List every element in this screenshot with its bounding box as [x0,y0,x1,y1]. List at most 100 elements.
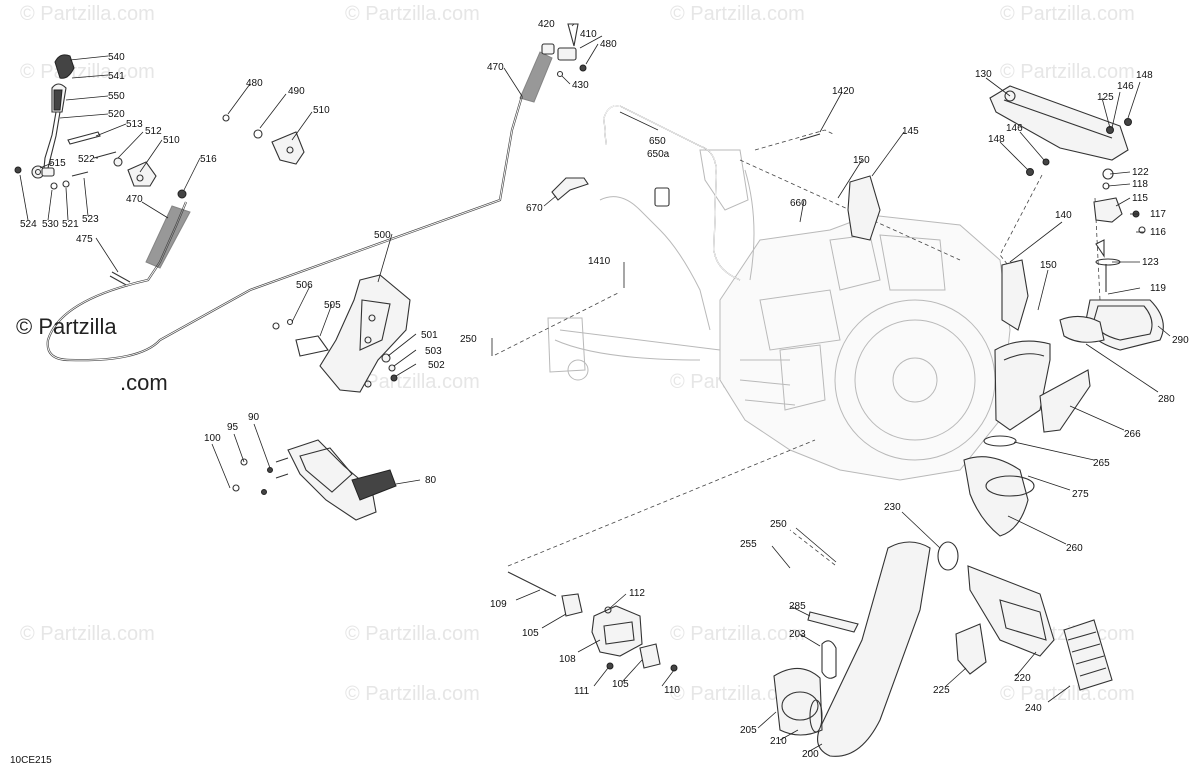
callout-labels: 540 541 550 520 513 512 510 515 522 516 … [20,19,1189,760]
callout-label: 280 [1158,394,1175,405]
watermark-text: © Partzilla.com [345,3,480,25]
callout-label: 266 [1124,429,1141,440]
mount-bracket [272,274,411,393]
callout-label: 540 [108,52,125,63]
callout-label: 470 [126,194,143,205]
watermark-text: © Partzilla.com [345,623,480,645]
partzilla-watermark: © Partzilla .com [16,314,168,395]
callout-label: 146 [1117,81,1134,92]
watermark-text: © Partzilla.com [670,623,805,645]
callout-label: 290 [1172,335,1189,346]
callout-label: 148 [1136,70,1153,81]
callout-label: 116 [1150,227,1166,238]
callout-label: 123 [1142,257,1159,268]
leader-lines [19,23,1171,753]
callout-label: 500 [374,230,391,241]
callout-label: 117 [1150,209,1166,220]
callout-label: 110 [664,685,680,696]
callout-label: 140 [1055,210,1072,221]
callout-label: 520 [108,109,125,120]
watermark-text: © Partzilla.com [20,3,155,25]
callout-label: 119 [1150,283,1166,294]
callout-label: 503 [425,346,442,357]
callout-label: 112 [629,588,645,599]
callout-label: 150 [1040,260,1057,271]
callout-label: 510 [163,135,180,146]
watermark-text: © Partzilla.com [670,3,805,25]
callout-label: 260 [1066,543,1083,554]
callout-label: 150 [853,155,870,166]
callout-label: 475 [76,234,93,245]
callout-label: 650 [649,136,666,147]
callout-label: 275 [1072,489,1089,500]
watermark-text: © Partzilla.com [1000,683,1135,705]
callout-label: 118 [1132,179,1148,190]
shifter-link [222,23,587,165]
callout-label: 146 [1006,123,1023,134]
callout-label: 513 [126,119,143,130]
callout-label: 109 [490,599,507,610]
callout-label: 105 [522,628,539,639]
callout-label: 100 [204,433,221,444]
callout-label: 265 [1093,458,1110,469]
vent-hose [551,105,821,281]
callout-label: 523 [82,214,99,225]
callout-label: 505 [324,300,341,311]
callout-label: 200 [802,749,819,760]
callout-label: 1420 [832,86,855,97]
callout-label: 255 [740,539,757,550]
watermark-text: © Partzilla.com [670,683,805,705]
callout-label: 80 [425,475,437,486]
callout-label: 430 [572,80,589,91]
callout-label: 502 [428,360,445,371]
callout-label: 480 [246,78,263,89]
callout-label: 90 [248,412,260,423]
watermark-text: © Partzilla.com [345,371,480,393]
callout-label: 205 [740,725,757,736]
callout-label: 115 [1132,193,1148,204]
watermark-text: © Partzilla.com [1000,3,1135,25]
callout-label: 225 [933,685,950,696]
watermark-text: © Partzilla.com [20,623,155,645]
callout-label: 250 [770,519,787,530]
callout-label: 524 [20,219,37,230]
callout-label: 122 [1132,167,1149,178]
callout-label: 111 [574,686,590,697]
callout-label: 512 [145,126,162,137]
figure-code: 10CE215 [10,755,52,766]
callout-label: 285 [789,601,806,612]
callout-label: 516 [200,154,217,165]
shift-cable [46,43,555,362]
callout-label: 148 [988,134,1005,145]
callout-label: 130 [975,69,992,80]
callout-label: 670 [526,203,543,214]
intake-tube [773,541,1113,757]
callout-label: 660 [790,198,807,209]
watermark-text: © Partzilla.com [20,61,155,83]
callout-label: 550 [108,91,125,102]
callout-label: 95 [227,422,239,433]
engine-mount [847,85,1146,331]
callout-label: 230 [884,502,901,513]
callout-label: 470 [487,62,504,73]
callout-label: 650a [647,149,670,160]
callout-label: 480 [600,39,617,50]
callout-label: 108 [559,654,576,665]
callout-label: 420 [538,19,555,30]
pedal-assembly [232,439,397,521]
shifter-lever [14,54,187,287]
callout-label: 501 [421,330,438,341]
watermark-text: © Partzilla.com [1000,61,1135,83]
callout-label: 410 [580,29,597,40]
watermark-line-2: .com [120,370,168,395]
callout-label: 541 [108,71,125,82]
callout-label: 220 [1014,673,1031,684]
callout-label: 510 [313,105,330,116]
watermark-text: © Partzilla.com [345,683,480,705]
callout-label: 145 [902,126,919,137]
engine-assembly [547,149,1011,481]
callout-label: 506 [296,280,313,291]
shift-mechanism [507,571,678,672]
callout-label: 240 [1025,703,1042,714]
